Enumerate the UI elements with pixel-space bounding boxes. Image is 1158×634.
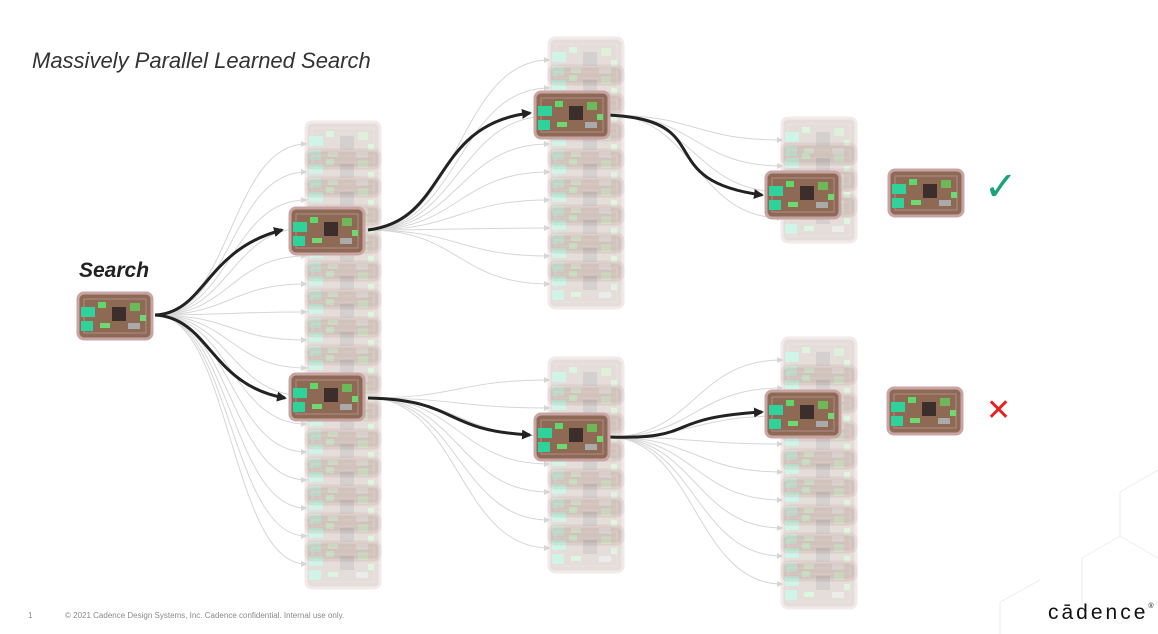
path-lower-to-mid [367,396,532,440]
path-top-to-success [607,113,764,199]
failure-cross-icon: ✕ [986,393,1012,428]
path-mid-to-fail [607,407,764,439]
candidate-board [547,260,625,310]
path-upper-to-top [367,108,532,232]
root-board [76,291,154,341]
branch-line [367,113,550,231]
branch-line [367,57,550,231]
selected-board-mid [533,412,611,462]
path-root-to-lower [154,313,287,402]
selected-board-fail-path [764,389,842,439]
selected-paths [154,108,764,440]
search-label: Search [79,259,150,282]
branch-line [607,114,783,169]
candidate-board [547,524,625,574]
path-root-to-upper [154,227,284,317]
branch-line [367,225,550,232]
branch-line [607,357,783,438]
branch-line [367,85,550,231]
branch-line [607,385,783,438]
decorative-hexagons [999,469,1158,634]
branch-line [607,436,783,587]
cadence-logo: cādence® [1048,601,1154,625]
branch-line [154,281,307,316]
branch-line [154,314,307,511]
branch-line [154,169,307,316]
branch-line [154,309,307,316]
branch-line [367,141,550,231]
footer-copyright: © 2021 Cadence Design Systems, Inc. Cade… [65,611,345,620]
branch-line [367,229,550,287]
branch-line [607,114,783,195]
branch-line [367,377,550,399]
branch-line [154,314,307,343]
branch-line [154,225,307,316]
branch-line [154,253,307,316]
branch-line [607,436,783,559]
branch-line [607,436,783,503]
branch-line [367,397,550,495]
final-board-success [887,168,965,218]
branch-line [367,169,550,231]
branch-line [367,397,550,551]
branch-line [154,314,307,567]
logo-text: cādence [1048,601,1149,624]
branch-line [367,229,550,259]
selected-board-top [533,90,611,140]
branch-line [154,314,307,455]
selected-board-lower [288,372,366,422]
selected-board-upper [288,206,366,256]
selected-board-success-path [764,170,842,220]
branch-line [367,197,550,231]
branch-line [367,397,550,523]
final-board-fail [886,386,964,436]
branch-line [607,436,783,531]
branch-line [154,314,307,539]
page-number: 1 [28,611,33,620]
candidate-board [780,560,858,610]
slide-title: Massively Parallel Learned Search [32,48,371,73]
success-check-icon: ✓ [984,164,1018,210]
branch-line [154,314,307,371]
candidate-board [304,540,382,590]
logo-registered-mark: ® [1148,603,1154,610]
branch-line [154,141,307,316]
branch-line [607,114,783,143]
